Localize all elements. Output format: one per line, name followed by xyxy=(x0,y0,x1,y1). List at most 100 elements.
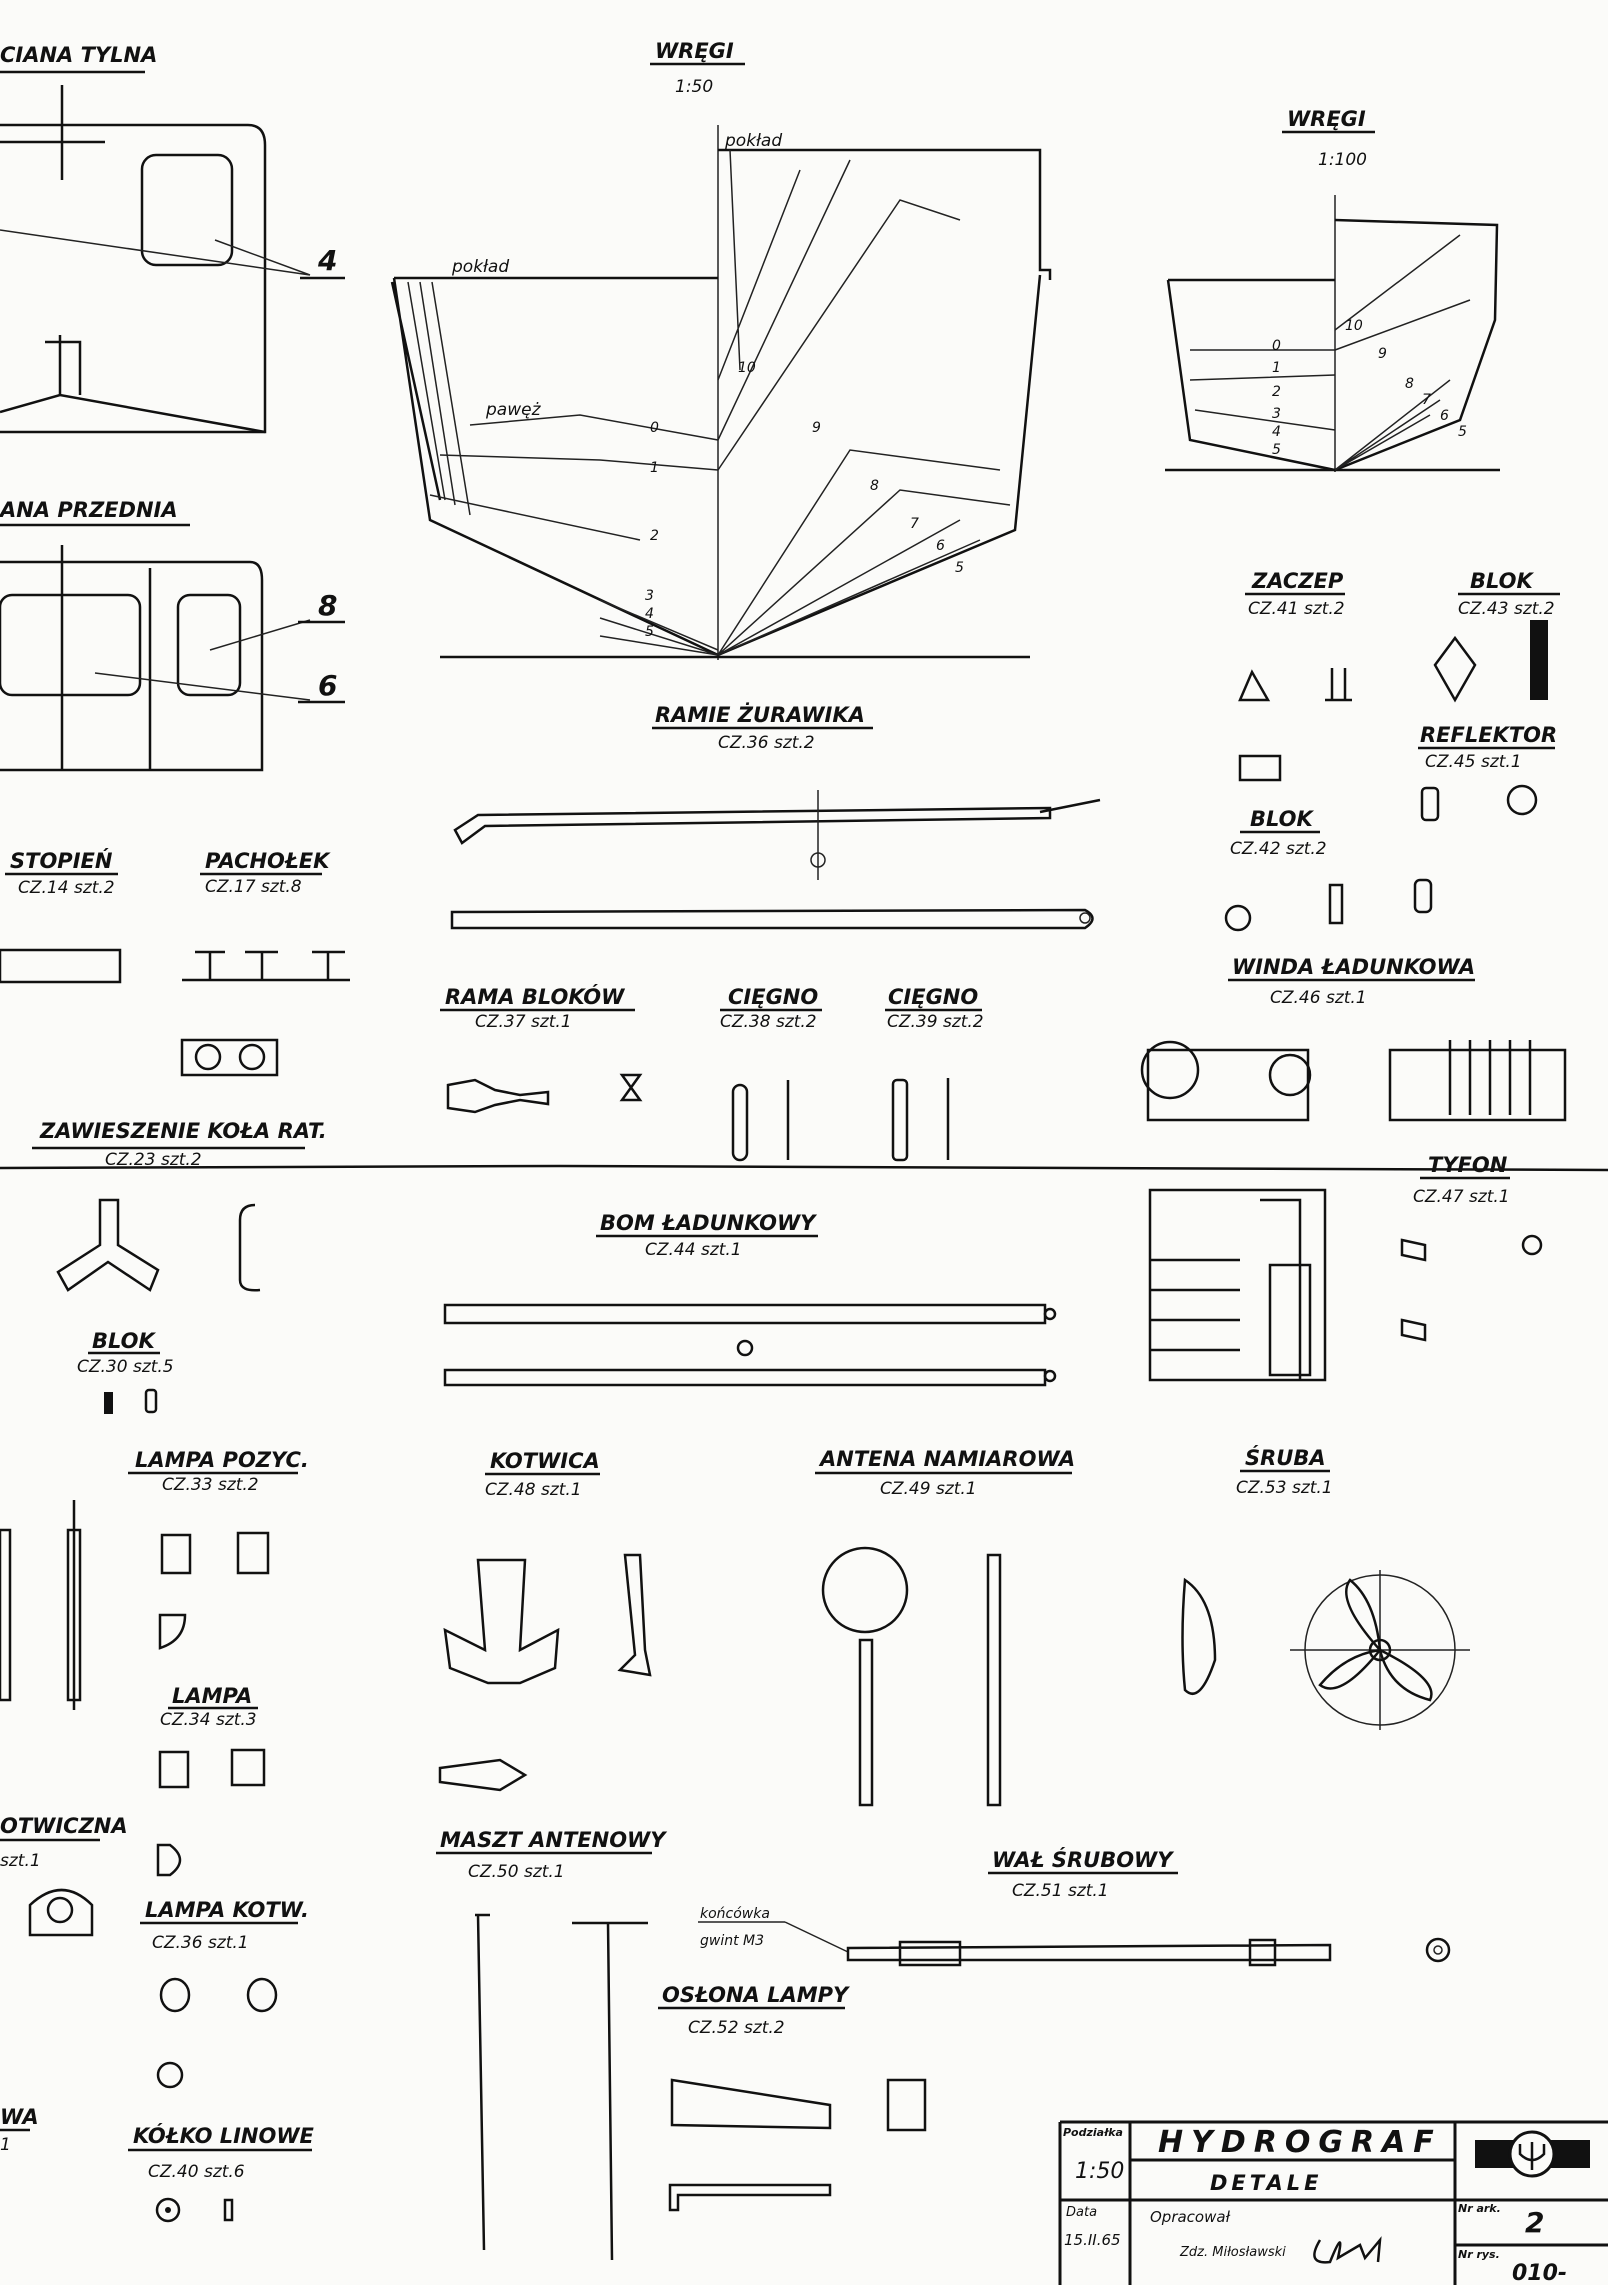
part-name: BLOK xyxy=(1250,807,1314,831)
part-name: WINDA ŁADUNKOWA xyxy=(1232,955,1475,979)
view-scale: 1:100 xyxy=(1318,150,1367,170)
view-scale: 1:50 xyxy=(675,77,713,97)
part-spec: CZ.33 szt.2 xyxy=(162,1475,259,1495)
part-name: RAMIE ŻURAWIKA xyxy=(655,702,865,727)
part-spec: CZ.36 szt.1 xyxy=(152,1933,249,1953)
anchor-drawing xyxy=(438,1553,652,1792)
frame-number: 5 xyxy=(645,624,654,640)
part-spec: CZ.50 szt.1 xyxy=(468,1862,565,1882)
frame-number: 5 xyxy=(1458,424,1467,440)
hook-drawing xyxy=(1238,669,1271,702)
part-sruba: ŚRUBA CZ.53 szt.1 xyxy=(1236,1445,1333,1498)
part-zawieszenie-kola: ZAWIESZENIE KOŁA RAT. CZ.23 szt.2 xyxy=(32,1119,327,1170)
block-drawing xyxy=(1433,635,1477,703)
propeller-drawing xyxy=(1181,1570,1470,1730)
part-name: REFLEKTOR xyxy=(1420,723,1557,747)
part-name: ŚRUBA xyxy=(1245,1445,1326,1470)
cargo-winch-drawing xyxy=(1140,1040,1567,1382)
part-blok-30: BLOK CZ.30 szt.5 xyxy=(77,1329,174,1377)
frame-number: 0 xyxy=(650,420,659,436)
part-name: OTWICZNA xyxy=(0,1814,128,1838)
part-name: LAMPA KOTW. xyxy=(145,1898,309,1922)
sheet-number: 2 xyxy=(1525,2206,1544,2239)
part-name: STOPIEŃ xyxy=(10,848,113,873)
view-title: ANA PRZEDNIA xyxy=(0,498,178,522)
davit-arm-drawing xyxy=(453,798,1101,845)
frame-number: 6 xyxy=(936,538,945,554)
frame-number: 2 xyxy=(650,528,659,544)
frame-number: 3 xyxy=(1272,406,1281,422)
part-kotwica: KOTWICA CZ.48 szt.1 xyxy=(485,1449,600,1500)
part-name: KÓŁKO LINOWE xyxy=(133,2123,315,2148)
part-name: TYFON xyxy=(1428,1153,1508,1177)
frame-number: 10 xyxy=(738,360,756,376)
part-name: KOTWICA xyxy=(490,1449,600,1473)
part-blok-42: BLOK CZ.42 szt.2 xyxy=(1230,807,1327,859)
deck-label: pokład xyxy=(724,131,782,151)
author-name: Zdz. Miłosławski xyxy=(1179,2245,1286,2260)
frame-number: 8 xyxy=(1405,376,1414,392)
part-kotwiczna: OTWICZNA szt.1 xyxy=(0,1814,128,1871)
part-spec: CZ.23 szt.2 xyxy=(105,1150,202,1170)
view-title: CIANA TYLNA xyxy=(0,43,157,67)
frame-number: 1 xyxy=(650,460,659,476)
scale-label: Podziałka xyxy=(1063,2126,1123,2139)
part-spec: CZ.34 szt.3 xyxy=(160,1710,257,1730)
part-spec: CZ.43 szt.2 xyxy=(1458,599,1555,619)
author-label: Opracował xyxy=(1150,2208,1231,2226)
part-spec: CZ.48 szt.1 xyxy=(485,1480,582,1500)
part-name: ZAWIESZENIE KOŁA RAT. xyxy=(39,1119,327,1143)
part-name: WAŁ ŚRUBOWY xyxy=(992,1847,1174,1872)
part-spec: CZ.42 szt.2 xyxy=(1230,839,1327,859)
drawing-title: HYDROGRAF xyxy=(1158,2125,1442,2160)
deck-label: pokład xyxy=(451,257,509,277)
callout-number: 8 xyxy=(318,589,337,622)
scale-value: 1:50 xyxy=(1075,2159,1124,2184)
part-tyfon: TYFON CZ.47 szt.1 xyxy=(1413,1153,1510,1207)
frame-number: 10 xyxy=(1345,318,1363,334)
frame-number: 5 xyxy=(1272,442,1281,458)
part-drawings xyxy=(0,620,1567,2261)
date-label: Data xyxy=(1066,2205,1097,2220)
part-spec: CZ.44 szt.1 xyxy=(645,1240,742,1260)
date-value: 15.II.65 xyxy=(1064,2231,1121,2249)
part-name: BLOK xyxy=(92,1329,156,1353)
part-stopien: STOPIEŃ CZ.14 szt.2 xyxy=(5,848,118,898)
part-name: LAMPA POZYC. xyxy=(135,1448,309,1472)
part-wal-srubowy: WAŁ ŚRUBOWY CZ.51 szt.1 xyxy=(988,1847,1178,1901)
frame-number: 4 xyxy=(1272,424,1281,440)
annotation-gwint: gwint M3 xyxy=(700,1933,764,1949)
part-spec: CZ.53 szt.1 xyxy=(1236,1478,1333,1498)
frame-number: 8 xyxy=(870,478,879,494)
drawing-number: 010- xyxy=(1512,2261,1567,2285)
part-spec: CZ.14 szt.2 xyxy=(18,878,115,898)
part-name: BOM ŁADUNKOWY xyxy=(600,1211,817,1235)
part-name: WA xyxy=(0,2105,39,2129)
part-name: RAMA BLOKÓW xyxy=(445,984,625,1009)
frame-number: 3 xyxy=(645,588,654,604)
part-spec: CZ.51 szt.1 xyxy=(1012,1881,1109,1901)
part-lampa-kotw: LAMPA KOTW. CZ.36 szt.1 xyxy=(140,1898,309,1953)
part-spec: CZ.38 szt.2 xyxy=(720,1012,817,1032)
part-name: ANTENA NAMIAROWA xyxy=(818,1447,1075,1471)
part-spec: CZ.30 szt.5 xyxy=(77,1357,174,1377)
part-spec: CZ.47 szt.1 xyxy=(1413,1187,1510,1207)
frame-number: 7 xyxy=(910,516,919,532)
part-wa: WA1 xyxy=(0,2105,39,2155)
frame-number: 6 xyxy=(1440,408,1449,424)
part-spec: CZ.36 szt.2 xyxy=(718,733,815,753)
frame-number: 0 xyxy=(1272,338,1281,354)
part-spec: CZ.39 szt.2 xyxy=(887,1012,984,1032)
transom-label: pawęż xyxy=(485,400,542,420)
part-spec: CZ.37 szt.1 xyxy=(475,1012,572,1032)
part-spec: szt.1 xyxy=(0,1851,41,1871)
